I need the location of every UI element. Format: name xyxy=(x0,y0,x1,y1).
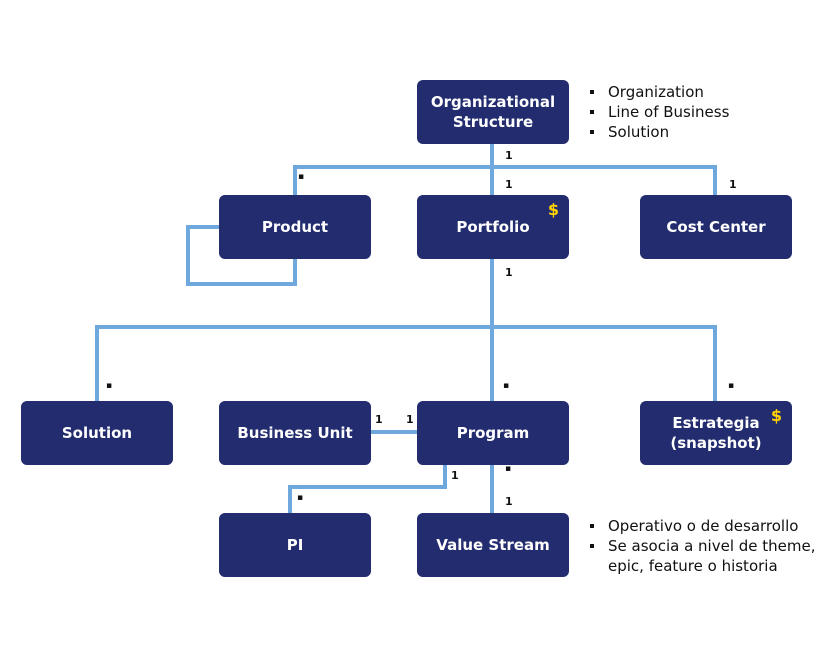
connector-org-bus xyxy=(293,165,717,196)
node-label: Organizational Structure xyxy=(430,93,556,131)
note-item: Line of Business xyxy=(588,102,729,122)
node-product[interactable]: Product xyxy=(219,195,371,259)
node-solution[interactable]: Solution xyxy=(21,401,173,465)
connector-portfolio-bus xyxy=(95,325,717,402)
cardinality-valuestream-one: 1 xyxy=(505,495,513,508)
node-organizational-structure[interactable]: Organizational Structure xyxy=(417,80,569,144)
node-business-unit[interactable]: Business Unit xyxy=(219,401,371,465)
cardinality-pi-many: ▪ xyxy=(297,493,304,503)
cardinality-portfolio-bottom-one: 1 xyxy=(505,266,513,279)
cardinality-program-pi-one: 1 xyxy=(451,469,459,482)
note-item: Operativo o de desarrollo xyxy=(588,516,824,536)
cardinality-costcenter-one: 1 xyxy=(729,178,737,191)
cardinality-program-left-one: 1 xyxy=(406,413,414,426)
node-program[interactable]: Program xyxy=(417,401,569,465)
node-label: Product xyxy=(261,218,329,236)
cardinality-org-one: 1 xyxy=(505,149,513,162)
node-label: Solution xyxy=(61,424,133,442)
note-item: Solution xyxy=(588,122,729,142)
connector-program-pi xyxy=(288,464,447,513)
cardinality-product-many: ▪ xyxy=(298,172,305,182)
cardinality-program-vs-many: ▪ xyxy=(505,464,512,474)
cardinality-program-many: ▪ xyxy=(503,381,510,391)
dollar-icon: $ xyxy=(770,406,782,425)
cardinality-bu-one: 1 xyxy=(375,413,383,426)
connector-product-self-loop xyxy=(186,225,297,286)
node-label: Business Unit xyxy=(237,424,353,442)
node-portfolio[interactable]: Portfolio $ xyxy=(417,195,569,259)
dollar-icon: $ xyxy=(547,200,559,219)
node-cost-center[interactable]: Cost Center xyxy=(640,195,792,259)
notes-value-stream: Operativo o de desarrollo Se asocia a ni… xyxy=(588,516,824,576)
notes-organizational-structure: Organization Line of Business Solution xyxy=(588,82,729,142)
node-value-stream[interactable]: Value Stream xyxy=(417,513,569,577)
node-label: PI xyxy=(286,536,304,554)
note-item: Se asocia a nivel de theme, epic, featur… xyxy=(588,536,824,576)
node-label: Cost Center xyxy=(666,218,766,236)
node-pi[interactable]: PI xyxy=(219,513,371,577)
node-label: Estrategia (snapshot) xyxy=(670,414,762,452)
node-label: Portfolio xyxy=(456,218,530,236)
node-label: Program xyxy=(456,424,530,442)
cardinality-solution-many: ▪ xyxy=(106,381,113,391)
node-label: Value Stream xyxy=(436,536,550,554)
cardinality-estrategia-many: ▪ xyxy=(728,381,735,391)
note-item: Organization xyxy=(588,82,729,102)
cardinality-portfolio-one: 1 xyxy=(505,178,513,191)
node-estrategia[interactable]: Estrategia (snapshot) $ xyxy=(640,401,792,465)
